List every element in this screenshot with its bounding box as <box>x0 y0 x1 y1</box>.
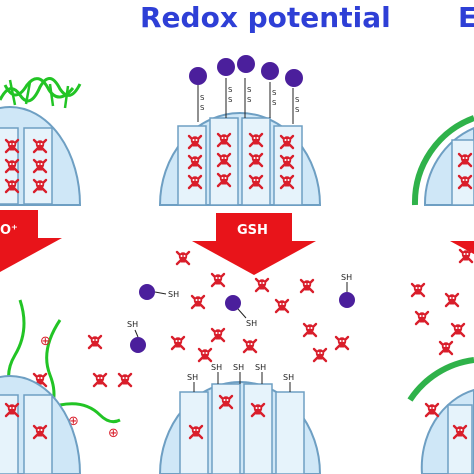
disulfide-linker: S S <box>237 55 255 118</box>
svg-text:S: S <box>247 86 252 94</box>
svg-text:S: S <box>228 96 233 104</box>
cap-sphere <box>261 62 279 80</box>
svg-text:S: S <box>295 96 300 104</box>
disulfide-caps: S S S S S S S S S S <box>189 55 303 124</box>
svg-text:S: S <box>272 99 277 107</box>
cap-sphere <box>339 292 355 308</box>
middle-nanoparticle-capped <box>158 112 322 206</box>
svg-text:SH: SH <box>246 319 257 328</box>
cap-sphere <box>130 337 146 353</box>
charge-symbol: ⊕ <box>108 426 119 441</box>
cap-sphere <box>217 58 235 76</box>
disulfide-linker: S S <box>217 58 235 118</box>
right-nanoparticle-capped <box>411 115 474 206</box>
left-nanoparticle-capped <box>0 77 82 206</box>
svg-text:S: S <box>272 89 277 97</box>
svg-text:SH: SH <box>283 373 294 382</box>
cap-sphere <box>189 67 207 85</box>
right-nanoparticle-open <box>407 357 474 474</box>
middle-nanoparticle-open: SH SH SH SH SH <box>158 363 322 474</box>
svg-text:SH: SH <box>211 363 222 372</box>
right-released-drugs <box>410 248 474 356</box>
arrow-left <box>0 210 62 272</box>
cap-sphere <box>225 295 241 311</box>
svg-text:SH: SH <box>341 273 352 282</box>
svg-text:S: S <box>200 94 205 102</box>
svg-text:SH: SH <box>187 373 198 382</box>
arrow-right <box>450 213 474 275</box>
arrow-left-label: O⁺ <box>0 223 18 238</box>
arrow-middle-label: GSH <box>237 223 268 238</box>
svg-text:S: S <box>228 86 233 94</box>
svg-text:SH: SH <box>233 363 244 372</box>
disulfide-linker: S S <box>189 67 207 122</box>
svg-text:SH: SH <box>127 320 138 329</box>
left-nanoparticle-open <box>0 375 82 474</box>
title-right-fragment: E <box>458 1 474 34</box>
cap-sphere <box>237 55 255 73</box>
svg-text:SH: SH <box>255 363 266 372</box>
svg-text:SH: SH <box>168 290 179 299</box>
svg-text:S: S <box>200 104 205 112</box>
middle-released-caps: SH SH SH SH <box>127 273 355 353</box>
disulfide-linker: S S <box>285 69 303 124</box>
cap-sphere <box>285 69 303 87</box>
charge-symbol: ⊕ <box>40 334 51 349</box>
cap-sphere <box>139 284 155 300</box>
disulfide-linker: S S <box>261 62 279 118</box>
title-redox-potential: Redox potential <box>140 1 391 34</box>
charge-symbol: ⊕ <box>68 414 79 429</box>
svg-text:S: S <box>295 106 300 114</box>
svg-text:S: S <box>247 96 252 104</box>
